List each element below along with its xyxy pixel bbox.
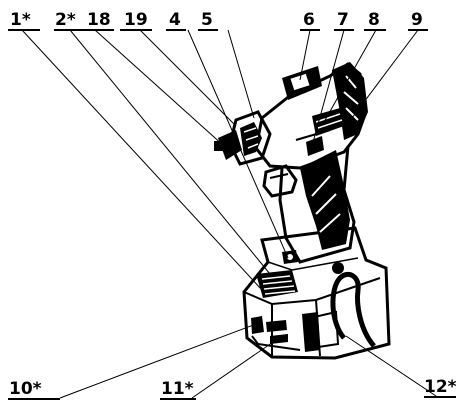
callout-12: 12* bbox=[424, 377, 456, 397]
leader-9 bbox=[351, 29, 419, 119]
battery-release-button bbox=[256, 270, 298, 298]
direction-switch bbox=[306, 136, 324, 156]
callout-labels: 1* 2* 18 19 4 5 6 7 8 9 10* 11* 12* bbox=[9, 10, 456, 399]
led-light bbox=[282, 250, 298, 264]
callout-1: 1* bbox=[10, 10, 31, 30]
label-underlines bbox=[8, 29, 456, 400]
callout-7: 7 bbox=[337, 10, 349, 30]
leader-1 bbox=[21, 29, 263, 291]
leader-11 bbox=[191, 339, 277, 399]
leader-lines bbox=[21, 29, 437, 399]
leader-4 bbox=[187, 29, 289, 259]
callout-18: 18 bbox=[87, 10, 111, 30]
callout-2: 2* bbox=[55, 10, 76, 30]
callout-6: 6 bbox=[303, 10, 315, 30]
leader-19 bbox=[139, 29, 237, 127]
callout-5: 5 bbox=[201, 10, 213, 30]
tool-handle bbox=[278, 145, 356, 264]
callout-11: 11* bbox=[161, 379, 194, 399]
bit-holder bbox=[214, 130, 242, 160]
leader-18 bbox=[94, 29, 225, 147]
callout-4: 4 bbox=[169, 10, 181, 30]
leader-6 bbox=[299, 29, 311, 81]
leader-10 bbox=[59, 323, 257, 399]
callout-10: 10* bbox=[9, 379, 42, 399]
leader-2 bbox=[69, 29, 271, 275]
leader-12 bbox=[345, 335, 437, 397]
motor-housing bbox=[254, 62, 368, 170]
leader-5 bbox=[227, 29, 255, 119]
impact-driver-illustration bbox=[214, 62, 391, 360]
leader-7 bbox=[311, 29, 345, 147]
battery-contacts bbox=[251, 316, 288, 344]
callout-8: 8 bbox=[368, 10, 380, 30]
callout-19: 19 bbox=[124, 10, 148, 30]
battery-handle-loop bbox=[302, 262, 376, 352]
callout-9: 9 bbox=[411, 10, 423, 30]
leader-8 bbox=[323, 29, 377, 123]
